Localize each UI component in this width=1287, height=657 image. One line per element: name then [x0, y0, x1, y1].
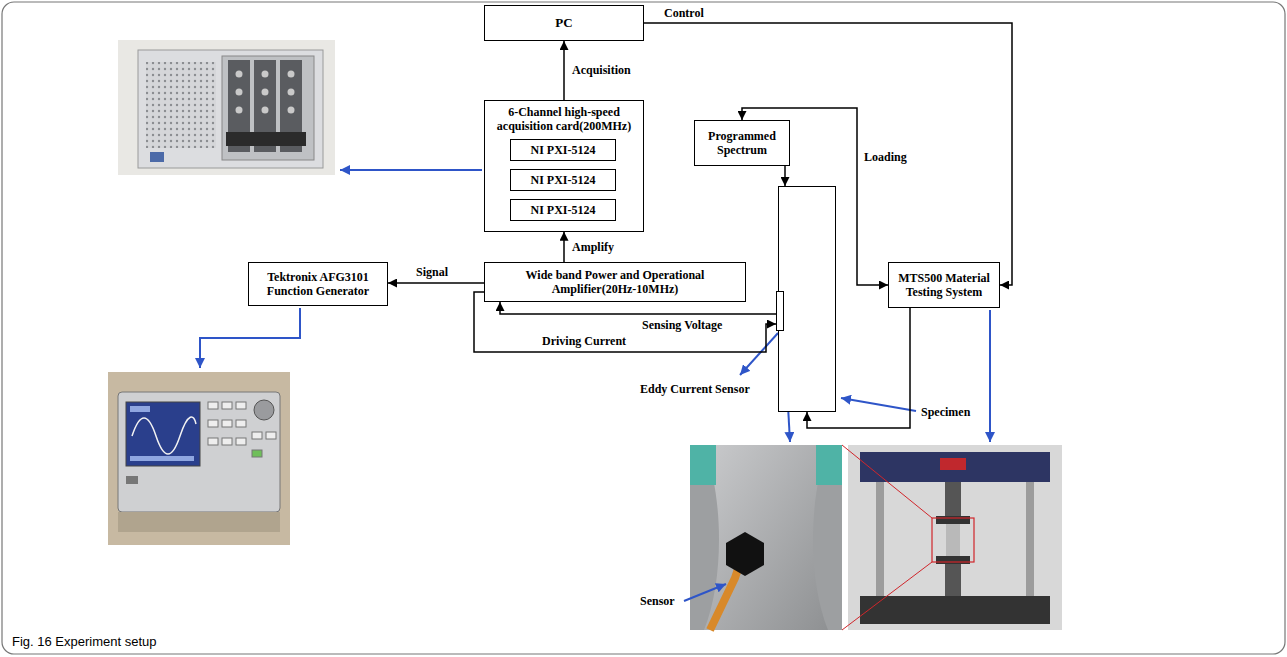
amplifier-box: Wide band Power and Operational Amplifie… [484, 262, 746, 302]
node-text: 6-Channel high-speed acquisition card(20… [489, 105, 639, 134]
node-text: Tektronix AFG3101 Function Generator [253, 270, 383, 299]
leader-arrow [340, 169, 482, 171]
signal-label: Acquisition [570, 63, 633, 77]
pc-box: PC [484, 5, 644, 41]
module-box: NI PXI-5124 [510, 169, 616, 191]
node-text: NI PXI-5124 [531, 173, 596, 187]
node-text: NI PXI-5124 [531, 203, 596, 217]
signal-label: Driving Current [540, 334, 628, 348]
sensor-patch: Eddy Current Sensor [776, 291, 784, 331]
connector-arrow [388, 282, 484, 284]
photo-label: Sensor [640, 594, 675, 608]
node-text: MTS500 Material Testing System [893, 271, 995, 300]
node-text: Specimen [921, 405, 970, 419]
leader-arrow [740, 333, 778, 375]
module-box: NI PXI-5124 [510, 199, 616, 221]
node-text: Programmed Spectrum [699, 129, 785, 158]
module-box: NI PXI-5124 [510, 139, 616, 161]
figure-caption: Fig. 16 Experiment setup [12, 634, 157, 650]
connector-arrow [784, 166, 786, 186]
sensor-photo [690, 445, 842, 630]
node-text: Wide band Power and Operational Amplifie… [489, 268, 741, 297]
signal-label: Sensing Voltage [640, 318, 724, 332]
function-generator-photo [108, 372, 290, 545]
instrument-box: Tektronix AFG3101 Function Generator [248, 262, 388, 306]
acquisition-card-box: 6-Channel high-speed acquisition card(20… [484, 100, 644, 232]
leader-arrow [200, 308, 300, 368]
leader-arrow [841, 398, 916, 411]
signal-label: Loading [862, 150, 909, 164]
node-text: PC [555, 15, 572, 31]
signal-label: Signal [414, 265, 450, 279]
node-text: NI PXI-5124 [531, 143, 596, 157]
connector-arrow [563, 41, 565, 100]
ni-chassis-photo [118, 40, 335, 175]
leader-arrow [989, 310, 991, 442]
signal-label: Amplify [570, 240, 616, 254]
specimen-bar: SpecimenEddy Current Sensor [778, 186, 836, 412]
signal-label: Control [662, 6, 706, 20]
process-box: Programmed Spectrum [694, 120, 790, 166]
mts-machine-photo [842, 445, 1062, 630]
leader-arrow [684, 584, 726, 601]
connector-arrow [563, 232, 565, 262]
node-text: Eddy Current Sensor [640, 382, 750, 396]
connector-arrow [500, 302, 776, 314]
machine-box: MTS500 Material Testing System [888, 262, 1000, 308]
